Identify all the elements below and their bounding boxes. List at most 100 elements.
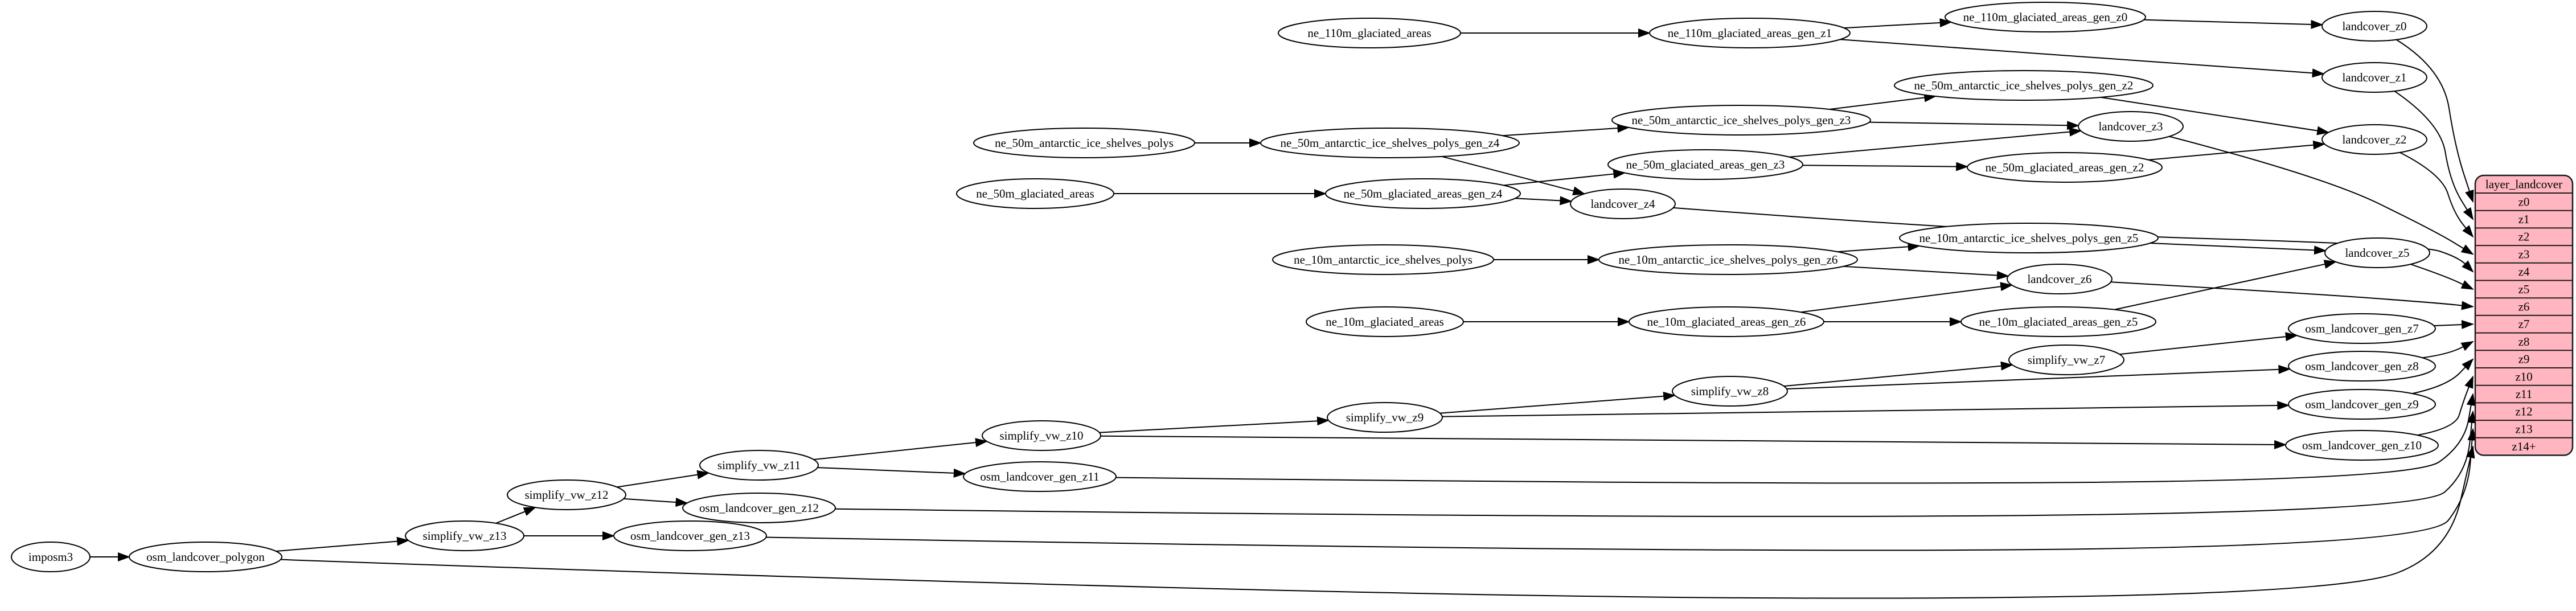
table-row-z5: z5: [2518, 282, 2530, 296]
edge-og9-to-table-row-z9: [2412, 358, 2474, 395]
node-landcover_z2: landcover_z2: [2321, 124, 2427, 155]
node-ne_110m_glaciated_areas_gen_z1: ne_110m_glaciated_areas_gen_z1: [1649, 18, 1851, 48]
table-row-z10: z10: [2515, 370, 2532, 383]
node-label: imposm3: [28, 550, 73, 564]
node-ne_50m_glaciated_areas_gen_z2: ne_50m_glaciated_areas_gen_z2: [1967, 152, 2163, 183]
node-label: osm_landcover_gen_z13: [630, 529, 750, 543]
edge-sv10-to-sv9: [1099, 416, 1330, 433]
table-row-z13: z13: [2515, 422, 2532, 436]
edge-lz0-to-table-row-z0: [2395, 39, 2474, 203]
nodes-layer: imposm3 osm_landcover_polygon simplify_vw_…: [11, 2, 2439, 572]
edge-sv13-to-sv12: [495, 507, 536, 524]
edge-ga50g2-to-lz2: [2148, 140, 2326, 161]
node-ne_50m_glaciated_areas_gen_z4: ne_50m_glaciated_areas_gen_z4: [1325, 178, 1521, 209]
node-label: simplify_vw_z12: [525, 488, 609, 502]
node-label: simplify_vw_z11: [717, 458, 801, 472]
node-label: landcover_z3: [2098, 120, 2163, 133]
node-ne_50m_antarctic_ice_shelves_polys: ne_50m_antarctic_ice_shelves_polys: [973, 128, 1195, 158]
node-simplify_vw_z8: simplify_vw_z8: [1672, 376, 1788, 407]
node-simplify_vw_z9: simplify_vw_z9: [1327, 402, 1443, 433]
node-label: ne_50m_glaciated_areas_gen_z3: [1626, 158, 1785, 171]
node-landcover_z5: landcover_z5: [2324, 237, 2430, 268]
edge-lz3-to-table-row-z3: [2169, 136, 2474, 255]
edge-n110g0-to-lz0: [2143, 19, 2324, 29]
edge-og13-to-table-row-z13: [766, 428, 2477, 551]
edge-is50g4-to-lz4: [1441, 155, 1586, 196]
node-landcover_z4: landcover_z4: [1570, 188, 1676, 219]
node-label: ne_50m_glaciated_areas_gen_z2: [1986, 161, 2144, 174]
edge-sv7-to-og7: [2119, 332, 2298, 355]
edge-lz2-to-table-row-z2: [2399, 151, 2474, 238]
table-row-z2: z2: [2518, 230, 2530, 244]
node-ne_110m_glaciated_areas: ne_110m_glaciated_areas: [1278, 18, 1461, 48]
node-label: osm_landcover_gen_z10: [2302, 438, 2422, 452]
node-label: ne_50m_antarctic_ice_shelves_polys_gen_z…: [1914, 79, 2134, 92]
edges-layer: [90, 18, 2477, 599]
edge-ga50g3-to-lz3: [1789, 127, 2082, 158]
node-landcover_z6: landcover_z6: [2007, 264, 2113, 294]
node-ne_10m_antarctic_ice_shelves_polys: ne_10m_antarctic_ice_shelves_polys: [1272, 244, 1494, 275]
node-osm_landcover_gen_z7: osm_landcover_gen_z7: [2288, 313, 2436, 344]
edge-sv12-to-og12: [624, 498, 688, 507]
node-label: ne_10m_antarctic_ice_shelves_polys_gen_z…: [1919, 231, 2139, 245]
node-ne_50m_glaciated_areas_gen_z3: ne_50m_glaciated_areas_gen_z3: [1607, 149, 1803, 180]
edge-sv9-to-sv8: [1439, 391, 1676, 414]
edge-og7-to-table-row-z7: [2434, 320, 2474, 330]
node-label: osm_landcover_gen_z11: [980, 470, 1099, 483]
edge-is50g2-to-lz2: [2101, 96, 2330, 136]
node-simplify_vw_z10: simplify_vw_z10: [982, 420, 1101, 451]
node-ne_50m_antarctic_ice_shelves_polys_gen_z3: ne_50m_antarctic_ice_shelves_polys_gen_z…: [1611, 105, 1871, 136]
node-label: landcover_z4: [1590, 197, 1655, 211]
node-label: ne_10m_glaciated_areas_gen_z6: [1647, 315, 1806, 329]
edge-sv12-to-sv11: [617, 470, 710, 488]
node-label: osm_landcover_gen_z8: [2305, 359, 2418, 373]
node-label: simplify_vw_z7: [2028, 353, 2106, 367]
edge-sv8-to-og8: [1786, 364, 2291, 390]
node-ne_50m_glaciated_areas: ne_50m_glaciated_areas: [956, 178, 1114, 209]
edge-is10g6-to-lz6: [1843, 265, 2009, 280]
table-row-z7: z7: [2518, 317, 2530, 331]
node-label: simplify_vw_z8: [1691, 384, 1769, 398]
node-label: ne_10m_glaciated_areas_gen_z5: [1979, 315, 2138, 329]
table-row-z0: z0: [2518, 195, 2530, 208]
node-label: osm_landcover_gen_z12: [699, 501, 819, 515]
node-label: ne_50m_glaciated_areas: [976, 187, 1094, 200]
table-row-z9: z9: [2518, 352, 2530, 366]
table-row-z8: z8: [2518, 335, 2530, 348]
node-osm_landcover_polygon: osm_landcover_polygon: [129, 542, 282, 572]
edge-sv11-to-sv10: [813, 438, 988, 460]
table-row-z3: z3: [2518, 247, 2530, 261]
node-label: ne_50m_antarctic_ice_shelves_polys_gen_z…: [1281, 136, 1500, 150]
table-row-z1: z1: [2518, 212, 2530, 226]
node-label: landcover_z6: [2027, 272, 2091, 286]
edge-ga50g4-to-lz4: [1515, 196, 1573, 206]
node-label: ne_110m_glaciated_areas_gen_z1: [1668, 26, 1832, 40]
edge-ga10g5-to-lz5: [2114, 260, 2337, 310]
edge-og12-to-table-row-z12: [835, 410, 2476, 517]
node-ne_10m_glaciated_areas: ne_10m_glaciated_areas: [1306, 306, 1464, 337]
edge-og8-to-table-row-z8: [2422, 341, 2474, 359]
node-imposm3: imposm3: [11, 542, 91, 572]
node-label: osm_landcover_gen_z9: [2305, 397, 2418, 411]
edge-lz4-to-table-row-z4: [1673, 207, 2474, 273]
node-label: simplify_vw_z10: [1000, 429, 1084, 442]
node-osm_landcover_gen_z13: osm_landcover_gen_z13: [613, 520, 767, 551]
edge-lz5-to-table-row-z5: [2410, 264, 2474, 290]
edge-lz1-to-table-row-z1: [2394, 91, 2474, 220]
node-label: osm_landcover_gen_z7: [2305, 322, 2418, 335]
node-label: ne_50m_glaciated_areas_gen_z4: [1344, 187, 1503, 200]
node-label: ne_10m_glaciated_areas: [1326, 315, 1444, 329]
edge-sv10-to-og10: [1100, 435, 2287, 449]
edge-sv11-to-og11: [817, 467, 966, 478]
table-row-z14+: z14+: [2512, 440, 2536, 453]
node-ne_10m_glaciated_areas_gen_z5: ne_10m_glaciated_areas_gen_z5: [1960, 306, 2156, 337]
edge-n110g1-to-lz1: [1840, 39, 2325, 78]
table-layer_landcover: layer_landcoverz0z1z2z3z4z5z6z7z8z9z10z1…: [2474, 174, 2574, 456]
node-label: landcover_z5: [2345, 246, 2409, 260]
node-landcover_z3: landcover_z3: [2078, 111, 2184, 142]
table-title: layer_landcover: [2485, 177, 2562, 191]
node-label: ne_10m_antarctic_ice_shelves_polys: [1294, 253, 1472, 266]
edge-lz6-to-table-row-z6: [2111, 281, 2474, 310]
node-simplify_vw_z13: simplify_vw_z13: [405, 520, 524, 551]
node-osm_landcover_gen_z9: osm_landcover_gen_z9: [2288, 389, 2436, 420]
